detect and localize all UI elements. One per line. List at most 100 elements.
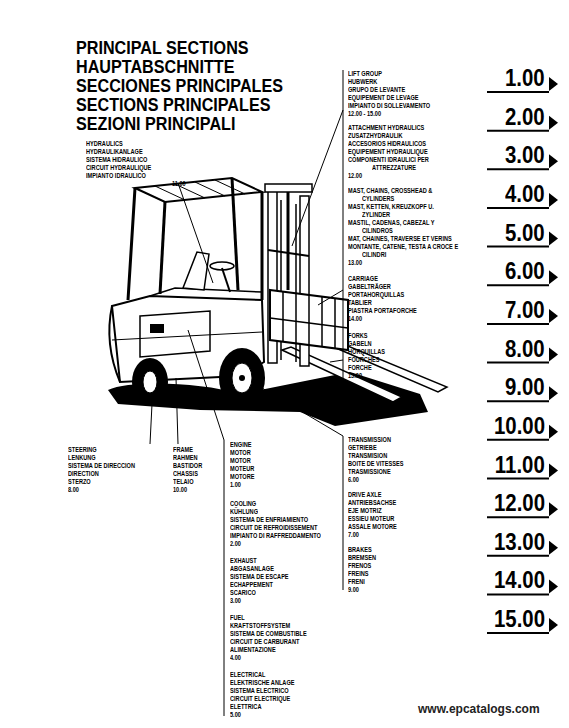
backrest-bar xyxy=(295,293,297,343)
leader-line xyxy=(292,110,343,246)
section-number: 6.00 xyxy=(348,476,359,484)
part-label: ATTREZZATURE xyxy=(372,164,416,172)
part-label: MAST, KETTEN, KREUZKOPF U. xyxy=(348,203,434,211)
steering-wheel xyxy=(210,262,234,270)
part-label: TRANSMISSION xyxy=(348,436,391,444)
overhead-guard-roof xyxy=(135,178,262,202)
part-label: STEERING xyxy=(68,446,97,454)
backrest-bar xyxy=(334,298,336,348)
leader-line xyxy=(330,360,343,362)
bracket-line xyxy=(343,70,344,378)
part-label: ELECTRICAL xyxy=(230,671,265,679)
part-label: GETRIEBE xyxy=(348,444,377,452)
guard-post xyxy=(261,192,264,300)
bracket-line xyxy=(343,436,344,590)
part-label: COOLING xyxy=(230,500,256,508)
part-label: LENKUNG xyxy=(68,454,96,462)
part-label: HYDRAULICS xyxy=(86,140,123,148)
tab-arrow xyxy=(549,425,558,439)
part-label: HYDRAULIKANLAGE xyxy=(86,148,143,156)
tab-arrow xyxy=(549,502,558,516)
tab-number: 14.00 xyxy=(494,568,545,592)
part-label: TRANSMISION xyxy=(348,452,387,460)
part-label: MAT, CHAINES, TRAVERSE ET VERINS xyxy=(348,235,452,243)
wheel-hub xyxy=(232,363,252,393)
tab-arrow xyxy=(549,270,558,284)
guard-slat xyxy=(195,182,225,196)
counterweight-curve xyxy=(109,306,120,382)
section-number: 12.00 - 15.00 xyxy=(348,110,381,118)
guard-slat xyxy=(215,180,245,194)
part-label: EXHAUST xyxy=(230,557,257,565)
rear-wheel xyxy=(132,358,168,406)
section-number: 12.00 xyxy=(348,172,362,180)
part-label: FOURCHES xyxy=(348,356,379,364)
part-label: TRASMISSIONE xyxy=(348,468,391,476)
part-label: CYLINDERS xyxy=(362,195,394,203)
part-label: TABLIER xyxy=(348,299,372,307)
part-label: EJE MOTRIZ xyxy=(348,507,382,515)
tab-number: 9.00 xyxy=(505,375,545,399)
guard-slat xyxy=(155,186,185,200)
part-label: RAHMEN xyxy=(173,454,198,462)
leader-line xyxy=(176,378,178,444)
part-label: FORKS xyxy=(348,332,368,340)
crosshead xyxy=(265,184,312,192)
part-label: ATTACHMENT HYDRAULICS xyxy=(348,124,424,132)
backrest-bar xyxy=(321,297,323,347)
part-label: MONTANTE, CATENE, TESTA A CROCE E xyxy=(348,243,458,251)
tab-arrow xyxy=(549,309,558,323)
section-number: 11.00 xyxy=(172,180,186,188)
tab-underline xyxy=(487,593,549,595)
backrest-bar xyxy=(308,295,310,345)
tab-arrow xyxy=(549,154,558,168)
hub-center xyxy=(239,375,245,381)
leader-line xyxy=(178,183,213,283)
tab-arrow xyxy=(549,464,558,478)
part-label: TELAIO xyxy=(173,478,194,486)
tab-underline xyxy=(487,284,549,286)
part-label: BOITE DE VITESSES xyxy=(348,460,403,468)
part-label: GABELN xyxy=(348,340,372,348)
part-label: SISTEMA DE DIRECCION xyxy=(68,462,135,470)
part-label: SISTEMA DE ENFRIAMIENTO xyxy=(230,516,308,524)
tab-arrow xyxy=(549,618,558,632)
part-label: CARRIAGE xyxy=(348,275,378,283)
section-number: 9.00 xyxy=(348,586,359,594)
part-label: CIRCUIT DE REFROIDISSEMENT xyxy=(230,524,317,532)
leader-line xyxy=(188,330,224,440)
tab-underline xyxy=(487,400,549,402)
leader-line xyxy=(262,388,343,436)
steering-column xyxy=(222,268,230,292)
tab-number: 1.00 xyxy=(505,66,545,90)
guard-post xyxy=(128,188,135,300)
part-label: SCARICO xyxy=(230,589,256,597)
part-label: ELETTRICA xyxy=(230,703,261,711)
tab-arrow xyxy=(549,386,558,400)
tab-arrow xyxy=(549,77,558,91)
front-wheel xyxy=(219,348,265,408)
tab-underline xyxy=(487,91,549,93)
part-label: ACCESORIOS HIDRAULICOS xyxy=(348,140,426,148)
part-label: ECHAPPEMENT xyxy=(230,581,273,589)
part-label: SISTEMA ELECTRICO xyxy=(230,687,289,695)
panel-logo xyxy=(150,324,164,333)
part-label: ELEKTRISCHE ANLAGE xyxy=(230,679,295,687)
part-label: DIRECTION xyxy=(68,470,99,478)
body-top-edge xyxy=(150,288,262,300)
part-label: PIASTRA PORTAFORCHE xyxy=(348,307,417,315)
part-label: GRUPO DE LEVANTE xyxy=(348,86,405,94)
tab-underline xyxy=(487,168,549,170)
tab-arrow xyxy=(549,541,558,555)
backrest-bar xyxy=(282,292,284,342)
part-label: KÜHLUNG xyxy=(230,508,258,516)
part-label: FRENI xyxy=(348,578,365,586)
tab-number: 13.00 xyxy=(494,530,545,554)
leader-line xyxy=(318,290,343,305)
part-label: FUEL xyxy=(230,614,245,622)
guard-post xyxy=(232,178,238,290)
part-label: CILINDRI xyxy=(362,251,386,259)
tab-number: 5.00 xyxy=(505,221,545,245)
carriage-plate xyxy=(270,318,348,328)
